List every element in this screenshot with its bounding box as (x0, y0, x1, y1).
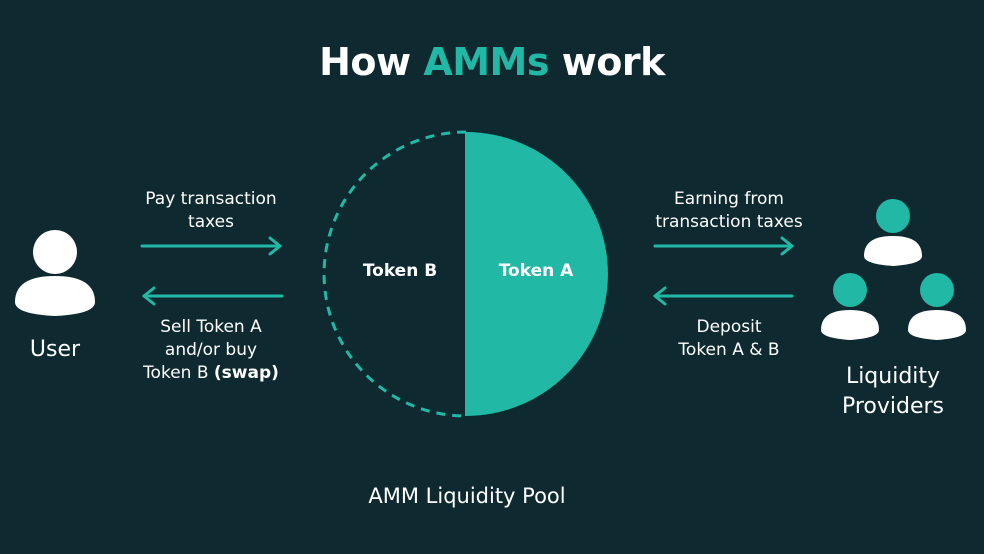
swap-bold: (swap) (213, 363, 279, 383)
title-suffix: work (548, 40, 666, 84)
providers-line2: Providers (841, 394, 945, 419)
pool-caption: AMM Liquidity Pool (368, 484, 566, 508)
deposit-line2: Token A & B (678, 340, 780, 360)
earning-label: Earning from transaction taxes (634, 188, 824, 234)
token-b-half (322, 130, 467, 418)
token-a-half (466, 132, 608, 416)
pay-line1: Pay transaction (145, 189, 277, 209)
provider-top-icon (864, 199, 922, 266)
arrow-user-to-pool (140, 236, 282, 256)
earn-line1: Earning from (674, 189, 784, 209)
page-title: How AMMs work (0, 40, 984, 84)
sell-line3-wrap: Token B (swap) (125, 362, 297, 385)
liquidity-providers-label: Liquidity Providers (813, 362, 973, 422)
arrow-providers-to-pool (653, 286, 794, 306)
deposit-label: Deposit Token A & B (634, 316, 824, 362)
token-b-label: Token B (362, 261, 438, 281)
earn-line2: transaction taxes (655, 212, 803, 232)
provider-left-icon (821, 273, 879, 340)
sell-line3: Token B (143, 363, 214, 383)
liquidity-providers-icon (821, 199, 966, 340)
title-accent: AMMs (423, 40, 549, 84)
provider-right-icon (908, 273, 966, 340)
user-icon (15, 230, 95, 316)
title-prefix: How (319, 40, 424, 84)
arrow-pool-to-user (142, 286, 284, 306)
user-label: User (29, 337, 81, 362)
sell-line1: Sell Token A (160, 317, 262, 337)
liquidity-pool-circle (322, 130, 608, 418)
deposit-line1: Deposit (696, 317, 762, 337)
pay-taxes-label: Pay transaction taxes (125, 188, 297, 234)
sell-line2: and/or buy (164, 340, 258, 360)
token-a-label: Token A (498, 261, 574, 281)
providers-line1: Liquidity (845, 364, 941, 389)
swap-label: Sell Token A and/or buy Token B (swap) (125, 316, 297, 385)
pay-line2: taxes (188, 212, 234, 232)
arrow-pool-to-providers (653, 236, 794, 256)
